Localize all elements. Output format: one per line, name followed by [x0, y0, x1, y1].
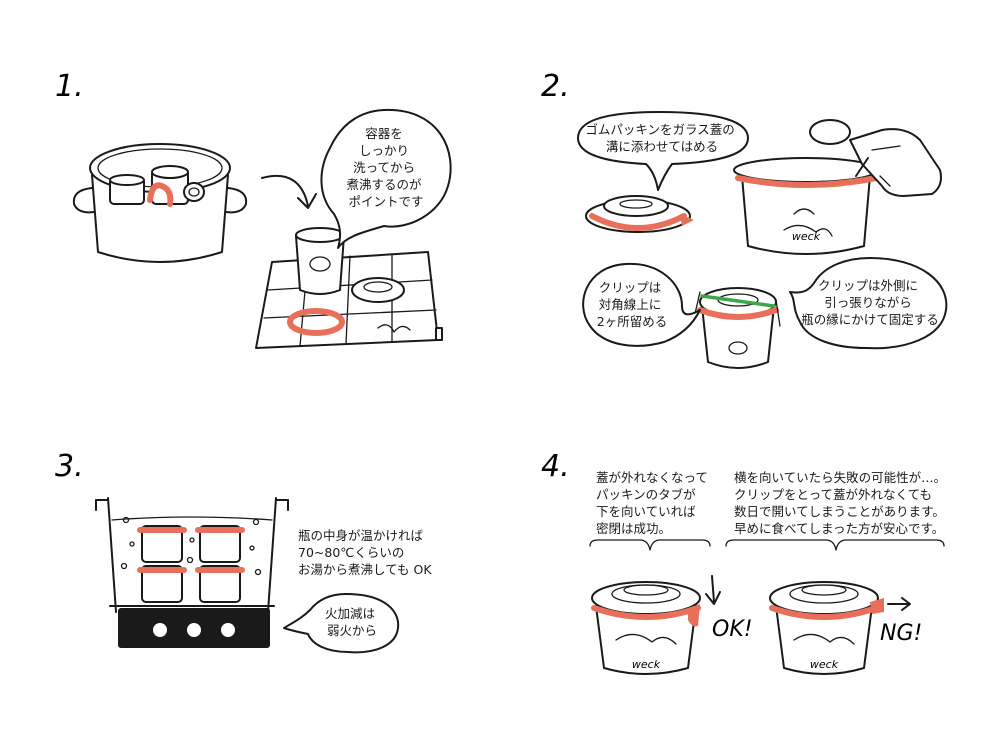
step-4: 4. 蓋が外れなくなって パッキンのタブが 下を向いていれば 密閉は成功。 横を… [541, 449, 950, 675]
hand-icon [809, 119, 942, 197]
bubble-text: 火加減は 弱火から [325, 606, 379, 638]
step-3: 3. [55, 449, 432, 654]
step-2: 2. ゴムパッキンをガラス蓋の 溝に添わせてはめる weck [541, 69, 948, 369]
bubble-text: クリップは 対角線上に 2ヶ所留める [597, 280, 667, 329]
note-failure: 横を向いていたら失敗の可能性が…。 クリップをとって蓋が外れなくても 数日で開い… [725, 470, 950, 551]
arrow-down-icon [705, 575, 721, 605]
step-number: 3. [55, 449, 84, 484]
note-success: 蓋が外れなくなって パッキンのタブが 下を向いていれば 密閉は成功。 [589, 470, 712, 551]
speech-bubble-heat-level: 火加減は 弱火から [283, 593, 400, 654]
sealed-jar-ok-icon: weck [591, 581, 701, 675]
ok-label: OK! [712, 617, 753, 642]
step-number: 2. [541, 69, 570, 104]
boiling-pot-icon [72, 143, 248, 263]
note-text: 横を向いていたら失敗の可能性が…。 クリップをとって蓋が外れなくても 数日で開い… [734, 470, 950, 536]
speech-bubble-wash-tip: 容器を しっかり 洗ってから 煮沸するのが ポイントです [320, 108, 452, 249]
glass-lid-icon [585, 195, 694, 233]
arrow-icon [261, 174, 309, 207]
step-1: 1. [55, 69, 452, 349]
brace-icon [725, 539, 945, 551]
speech-bubble-clip-fixing: クリップは外側に 引っ張りながら 瓶の縁にかけて固定する [789, 257, 948, 350]
brace-icon [589, 539, 711, 551]
speech-bubble-gasket-tip: ゴムパッキンをガラス蓋の 溝に添わせてはめる [577, 111, 749, 191]
note-warm-contents: 瓶の中身が温かければ 70~80℃くらいの お湯から煮沸しても OK [298, 528, 432, 577]
drying-cloth-icon [255, 227, 443, 349]
note-text: 瓶の中身が温かければ 70~80℃くらいの お湯から煮沸しても OK [298, 528, 432, 577]
clipped-jar-icon [693, 287, 781, 369]
bubble-text: 容器を しっかり 洗ってから 煮沸するのが ポイントです [347, 126, 426, 209]
jar-label: weck [792, 230, 821, 243]
note-text: 蓋が外れなくなって パッキンのタブが 下を向いていれば 密閉は成功。 [596, 470, 712, 536]
jar-label: weck [810, 658, 839, 671]
unsealed-jar-ng-icon: weck [769, 581, 884, 675]
bubble-text: ゴムパッキンをガラス蓋の 溝に添わせてはめる [585, 122, 738, 154]
boiling-jars-pot-icon [95, 497, 289, 648]
ng-label: NG! [880, 621, 922, 646]
speech-bubble-clip-placement: クリップは 対角線上に 2ヶ所留める [582, 262, 701, 347]
jar-label: weck [632, 658, 661, 671]
step-number: 4. [541, 449, 570, 484]
arrowhead-icon [297, 193, 317, 209]
bubble-text: クリップは外側に 引っ張りながら 瓶の縁にかけて固定する [801, 278, 939, 327]
arrow-right-icon [887, 597, 911, 611]
jar-with-clip-icon: weck [733, 157, 879, 255]
step-number: 1. [55, 69, 84, 104]
